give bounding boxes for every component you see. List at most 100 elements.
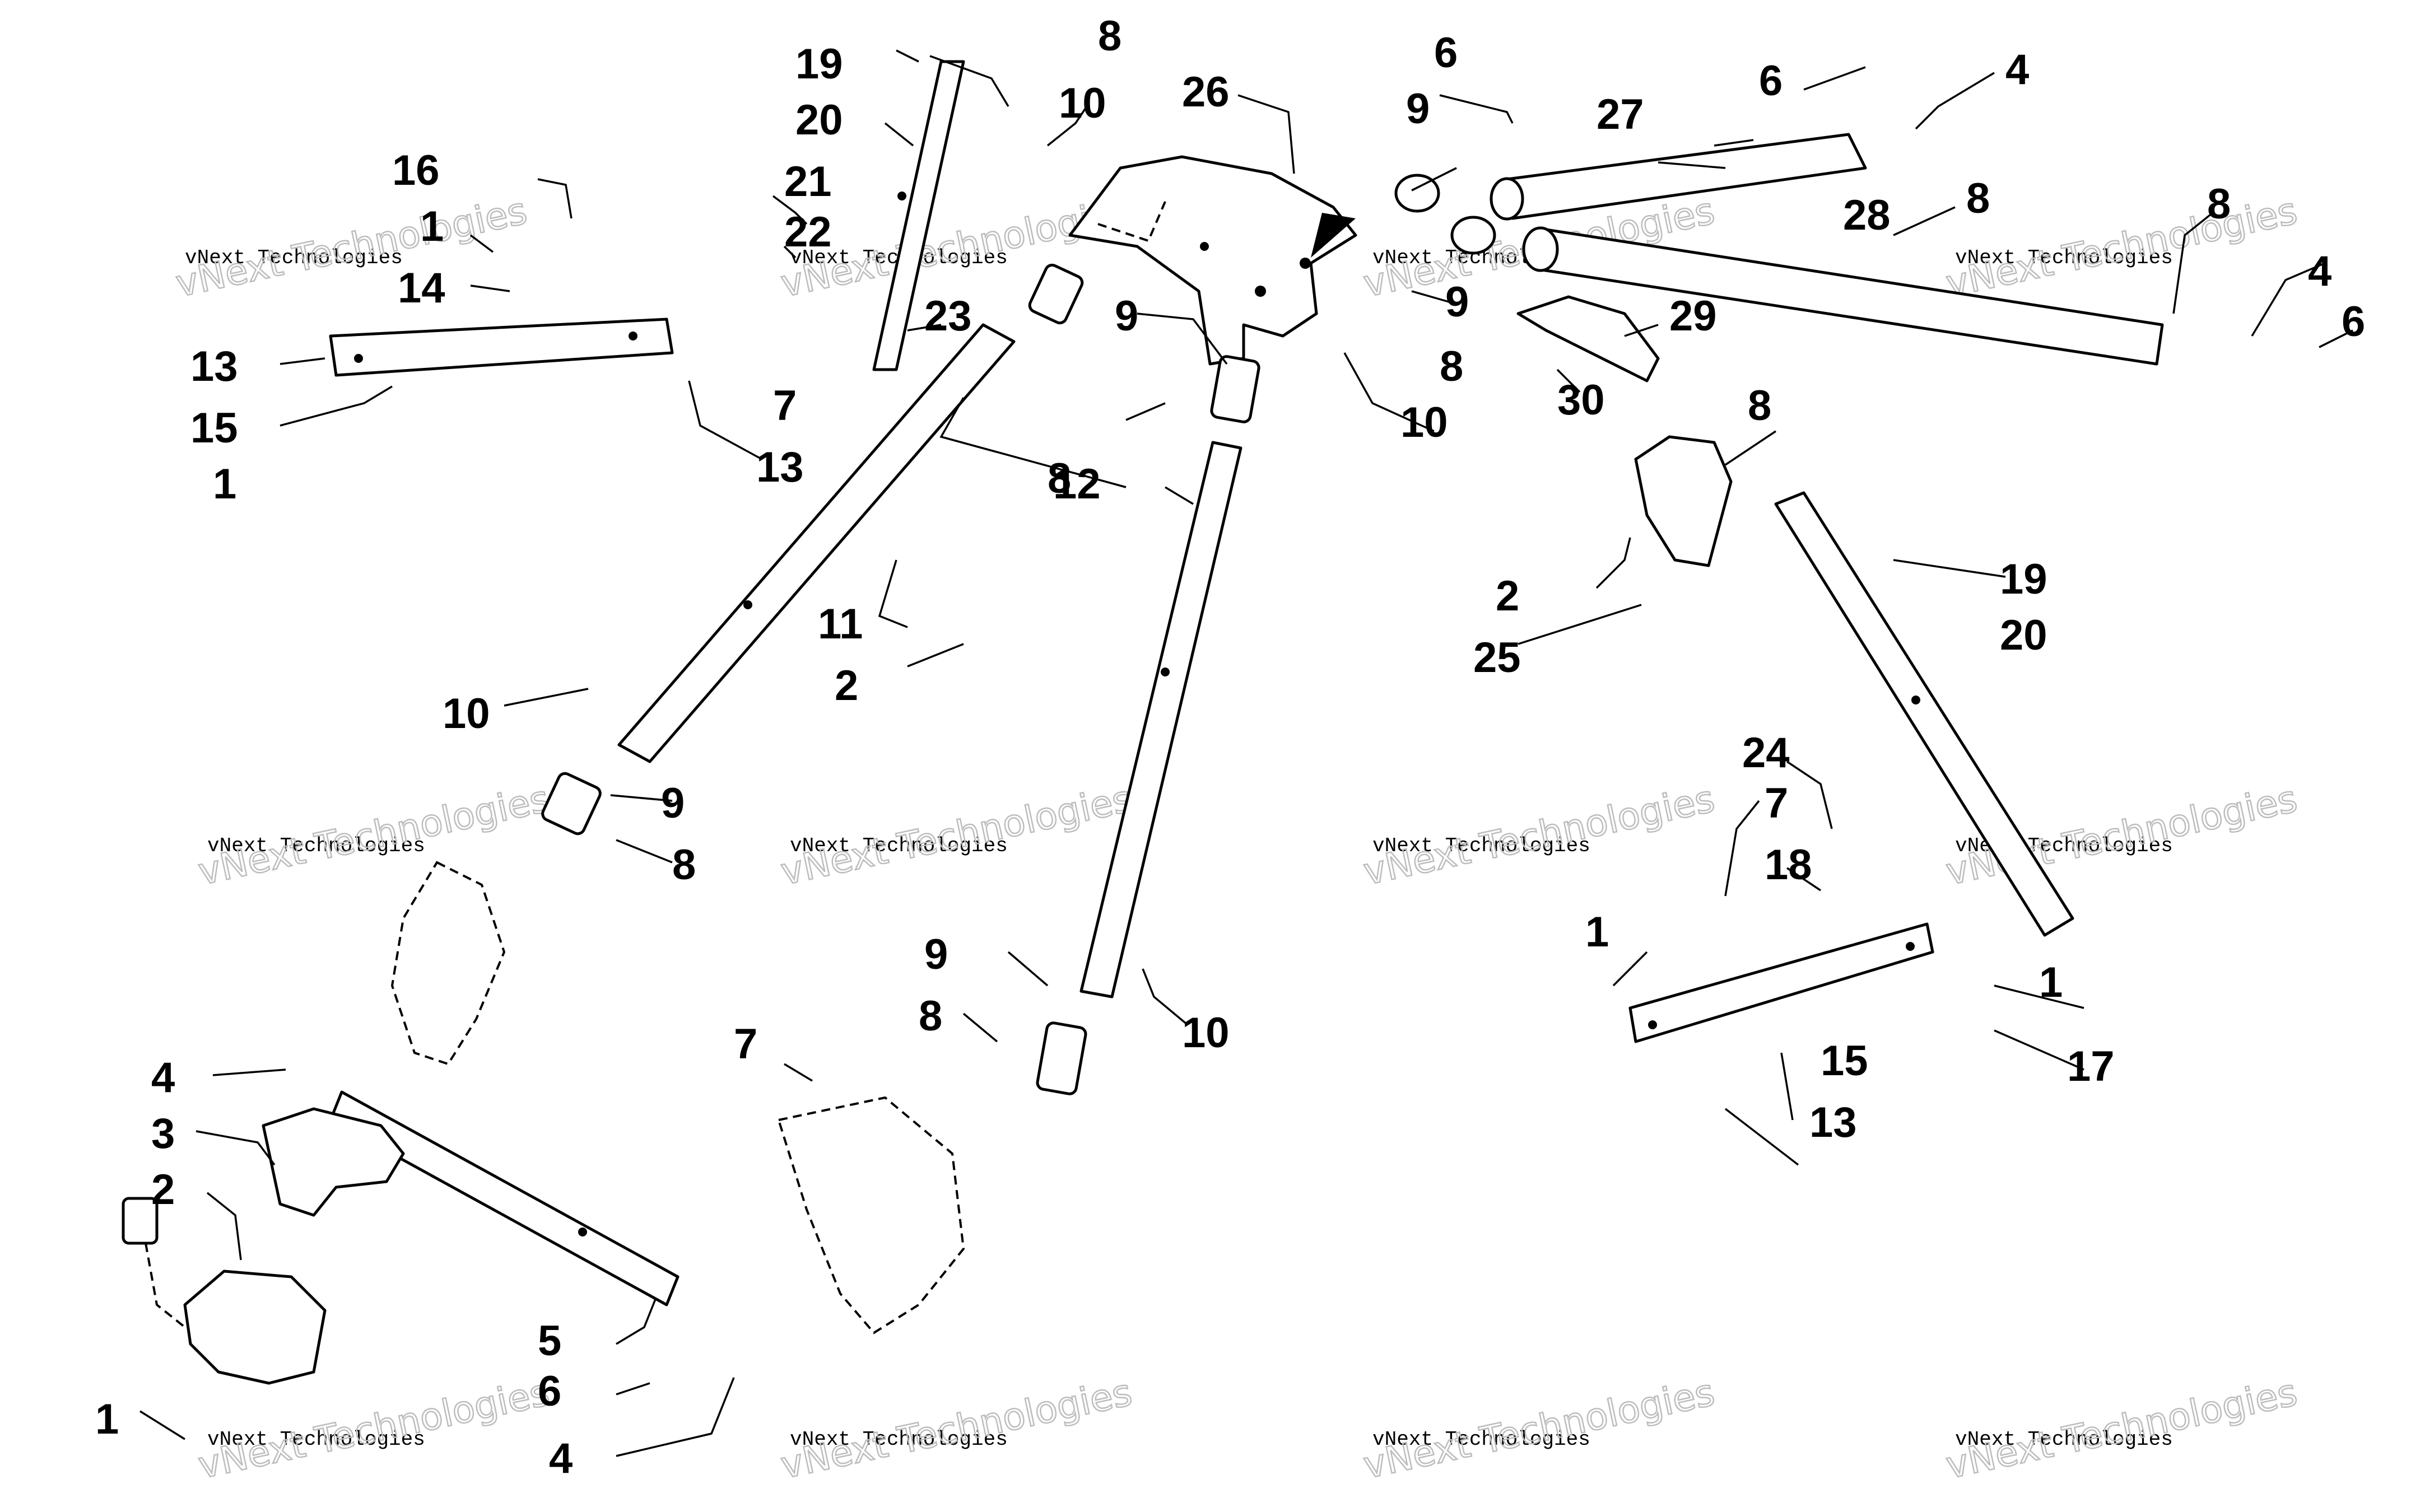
part-callout-9: 9 (1115, 292, 1138, 340)
leader-line (1994, 1029, 2084, 1071)
part-callout-13: 13 (190, 343, 238, 390)
watermark-text: vNext Technologies (1372, 834, 1590, 857)
part-callout-6: 6 (1434, 29, 1458, 77)
bar-hole (354, 354, 363, 363)
watermark-text: vNext Technologies (790, 834, 1008, 857)
leader-line (1915, 72, 1995, 130)
bracket-hidden-edge (1097, 201, 1166, 242)
watermark-text: vNext Technologies (207, 834, 425, 857)
part-callout-21: 21 (784, 158, 832, 206)
part-callout-19: 19 (2000, 556, 2047, 603)
part-callout-10: 10 (1400, 399, 1448, 446)
bar-hole (897, 192, 906, 200)
leader-line (1893, 206, 1956, 236)
tube-hole (743, 600, 752, 609)
leader-line (1786, 867, 1821, 892)
bar-hole (578, 1228, 587, 1236)
leader-line (1725, 430, 1776, 466)
leader-lines (139, 49, 2353, 1457)
part-callout-1: 1 (420, 203, 444, 250)
leader-line (1439, 94, 1514, 124)
leader-line (1780, 1052, 1794, 1121)
leader-line (1612, 951, 1648, 987)
watermark-text: vNext Technologies (1372, 1428, 1590, 1451)
leader-line (616, 1377, 735, 1457)
leader-line (1786, 760, 1833, 829)
part-callout-8: 8 (919, 992, 942, 1040)
leader-line (616, 1299, 657, 1345)
part-callout-10: 10 (443, 690, 490, 738)
bracket-29 (1516, 295, 1660, 382)
leader-line (1518, 604, 1642, 645)
connector (122, 1197, 159, 1245)
leader-line (1658, 161, 1726, 169)
part-callout-9: 9 (661, 780, 685, 827)
bar-hole (1911, 696, 1920, 704)
part-callout-10: 10 (1182, 1009, 1230, 1057)
leader-line (469, 234, 494, 253)
cap (1450, 216, 1496, 255)
watermark-text: vNext Technologies (1955, 1428, 2173, 1451)
bracket-hole (1255, 286, 1266, 297)
leader-line (1893, 559, 2006, 578)
watermark-text: vNext Technologies (1955, 246, 2173, 269)
part-callout-12: 12 (1053, 460, 1101, 508)
leader-line (196, 1130, 276, 1166)
leader-line (537, 178, 573, 219)
leader-line (772, 195, 808, 225)
part-callout-2: 2 (835, 662, 858, 710)
watermark: vNext Technologies vNext Technologies (776, 1370, 1136, 1487)
steering-post-bracket (1068, 155, 1357, 366)
guard-plate (1634, 435, 1733, 567)
leader-line (616, 1382, 650, 1396)
part-callout-15: 15 (190, 404, 238, 452)
watermark: vNext Technologies vNext Technologies (194, 1370, 553, 1487)
leader-line (783, 245, 797, 259)
part-callout-16: 16 (392, 147, 440, 194)
leader-line (1724, 1108, 1799, 1166)
frame-bracket-center (777, 1096, 965, 1334)
leader-line (1556, 368, 1581, 393)
bracket-hole (1200, 242, 1209, 251)
leader-line (962, 1012, 998, 1043)
leader-line (2319, 329, 2353, 348)
leader-line (1137, 312, 1228, 365)
part-callout-15: 15 (1821, 1037, 1868, 1085)
part-callout-11: 11 (818, 600, 863, 648)
coupler (1028, 263, 1084, 325)
part-callout-4: 4 (2005, 46, 2029, 94)
cap (1394, 174, 1440, 213)
part-callout-8: 8 (1966, 175, 1990, 222)
part-callout-1: 1 (213, 460, 236, 508)
watermark-text: vNext Technologies (790, 1428, 1008, 1451)
leader-line (884, 122, 914, 147)
leader-line (139, 1410, 185, 1440)
leader-line (1411, 290, 1451, 304)
part-callout-8: 8 (1098, 12, 1121, 60)
leader-line (470, 284, 510, 292)
part-callout-29: 29 (1669, 292, 1717, 340)
leader-line (1165, 486, 1194, 505)
leader-line (929, 55, 1009, 107)
leader-line (1714, 139, 1754, 147)
part-callout-9: 9 (1406, 85, 1430, 133)
leader-line (1624, 324, 1659, 337)
part-callout-4: 4 (2308, 248, 2331, 295)
bracket-hole (1300, 258, 1311, 269)
part-callout-8: 8 (2207, 180, 2231, 228)
part-callout-1: 1 (2039, 959, 2063, 1006)
part-callout-8: 8 (672, 841, 696, 889)
part-callout-9: 9 (924, 931, 948, 978)
part-callout-7: 7 (773, 382, 797, 430)
part-callout-4: 4 (549, 1435, 573, 1482)
leader-line (688, 380, 762, 460)
part-callout-5: 5 (538, 1317, 561, 1365)
watermark: vNext Technologies vNext Technologies (194, 776, 553, 894)
leader-line (907, 324, 942, 332)
leader-line (1125, 402, 1166, 421)
watermark: vNext Technologies vNext Technologies (1942, 1370, 2301, 1487)
part-callout-23: 23 (924, 292, 972, 340)
right-crossbar (1628, 922, 1934, 1043)
part-callout-13: 13 (756, 444, 804, 491)
